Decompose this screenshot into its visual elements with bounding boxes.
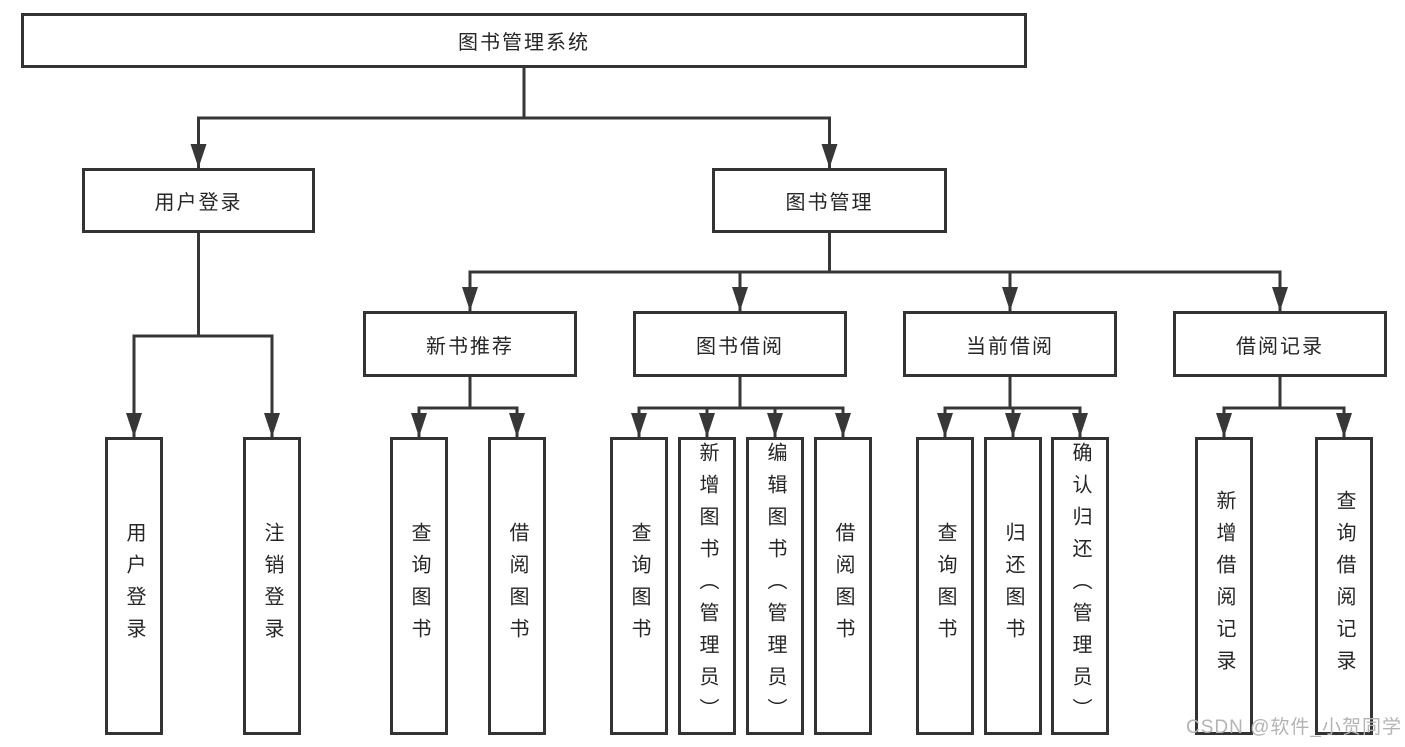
leaf-add-borrow-record: 新增借阅记录 (1195, 437, 1253, 735)
leaf-label: 编辑图书（管理员） (764, 442, 786, 730)
node-root-system: 图书管理系统 (21, 13, 1027, 68)
leaf-label: 新增图书（管理员） (696, 442, 718, 730)
leaf-label: 查询借阅记录 (1333, 490, 1355, 682)
node-new-book-recommend: 新书推荐 (363, 311, 577, 377)
leaf-label: 查询图书 (934, 522, 956, 650)
leaf-query-books-borrow: 查询图书 (610, 437, 668, 735)
leaf-label: 借阅图书 (506, 522, 528, 650)
new-book-recommend-connectors (411, 377, 525, 437)
leaf-user-login: 用户登录 (105, 437, 163, 735)
borrow-records-connectors (1216, 377, 1352, 437)
node-user-login: 用户登录 (82, 168, 315, 233)
node-book-borrow: 图书借阅 (633, 311, 847, 377)
leaf-confirm-return-admin: 确认归还（管理员） (1051, 437, 1109, 735)
book-borrow-connectors (631, 377, 851, 437)
current-borrow-connectors (937, 377, 1088, 437)
leaf-query-books-current: 查询图书 (916, 437, 974, 735)
leaf-label: 查询图书 (628, 522, 650, 650)
leaf-query-books-recommend: 查询图书 (390, 437, 448, 735)
leaf-query-borrow-record: 查询借阅记录 (1315, 437, 1373, 735)
node-borrow-records: 借阅记录 (1173, 311, 1387, 377)
leaf-borrow-books-recommend: 借阅图书 (488, 437, 546, 735)
leaf-user-login-label: 用户登录 (123, 522, 145, 650)
leaf-label: 新增借阅记录 (1213, 490, 1235, 682)
csdn-watermark: CSDN @软件_小贺同学 (1186, 717, 1402, 738)
leaf-label: 确认归还（管理员） (1069, 442, 1091, 730)
leaf-add-books-admin: 新增图书（管理员） (678, 437, 736, 735)
leaf-borrow-books: 借阅图书 (814, 437, 872, 735)
user-login-group-connectors (126, 233, 280, 437)
leaf-label: 归还图书 (1002, 522, 1024, 650)
root-to-level2-connectors (190, 68, 838, 168)
leaf-label: 借阅图书 (832, 522, 854, 650)
leaf-logout: 注销登录 (243, 437, 301, 735)
leaf-return-books: 归还图书 (984, 437, 1042, 735)
node-current-borrow: 当前借阅 (903, 311, 1117, 377)
leaf-label: 查询图书 (408, 522, 430, 650)
node-book-management: 图书管理 (712, 168, 947, 233)
book-mgmt-to-level3-connectors (462, 233, 1288, 311)
leaf-logout-label: 注销登录 (261, 522, 283, 650)
leaf-edit-books-admin: 编辑图书（管理员） (746, 437, 804, 735)
